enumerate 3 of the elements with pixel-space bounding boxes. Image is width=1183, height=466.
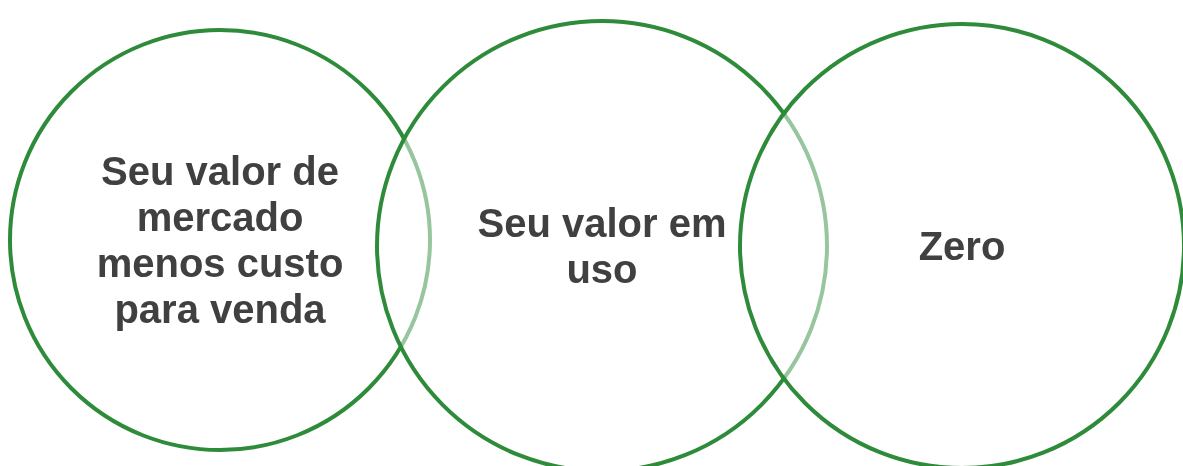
circle-label: Seu valor de mercado menos custo para venda — [95, 148, 345, 332]
circle-label: Zero — [917, 223, 1007, 269]
circle-label: Seu valor em uso — [476, 200, 728, 292]
